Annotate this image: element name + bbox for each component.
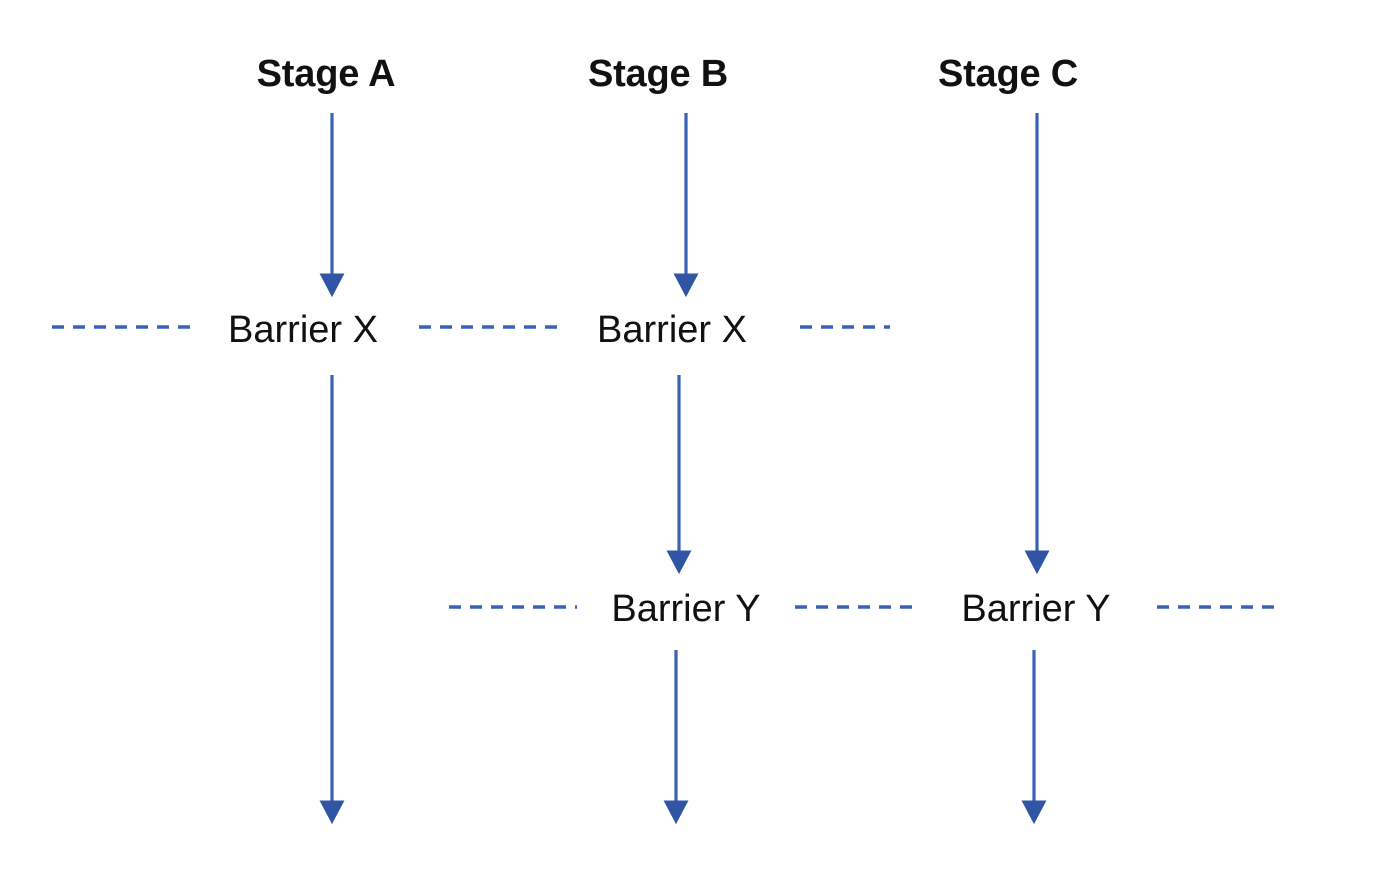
dashed-links-group	[52, 325, 1283, 609]
stage-title-c: Stage C	[937, 53, 1079, 95]
barrier-node-c-y: Barrier Y	[961, 588, 1111, 630]
arrows-group	[319, 113, 1050, 825]
stage-title-a: Stage A	[256, 53, 396, 95]
stage-title-b: Stage B	[587, 53, 729, 95]
barrier-node-b-y: Barrier Y	[611, 588, 761, 630]
barrier-node-b-x: Barrier X	[597, 309, 747, 351]
barrier-node-a-x: Barrier X	[228, 309, 378, 351]
